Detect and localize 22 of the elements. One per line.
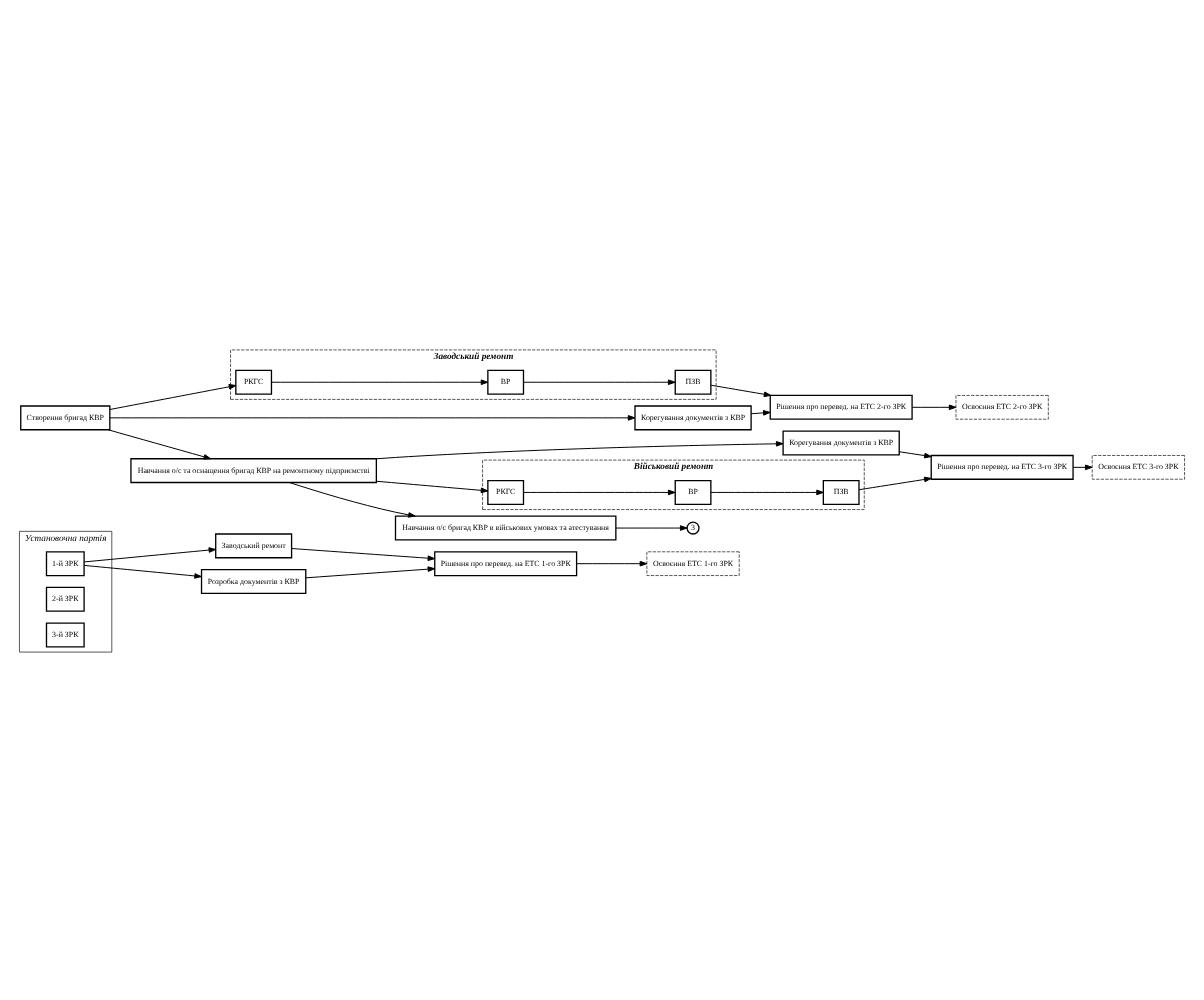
arrow <box>83 563 202 578</box>
arrow <box>291 547 436 560</box>
arrow <box>710 488 824 495</box>
arrow <box>83 546 217 562</box>
arrow <box>898 450 932 458</box>
arrow <box>376 440 784 459</box>
arrow <box>376 479 489 493</box>
arrow <box>858 475 932 490</box>
arrow <box>305 565 436 578</box>
arrow <box>1072 463 1093 470</box>
arrow <box>523 378 676 385</box>
arrow <box>911 403 957 410</box>
arrow <box>109 383 237 409</box>
arrow <box>615 524 688 530</box>
arrow <box>576 559 648 566</box>
arrow <box>750 409 771 415</box>
arrow <box>710 383 772 397</box>
arrow <box>107 428 212 459</box>
arrow <box>289 481 416 517</box>
arrow <box>271 378 489 385</box>
arrow <box>523 488 676 495</box>
arrow <box>109 414 636 420</box>
